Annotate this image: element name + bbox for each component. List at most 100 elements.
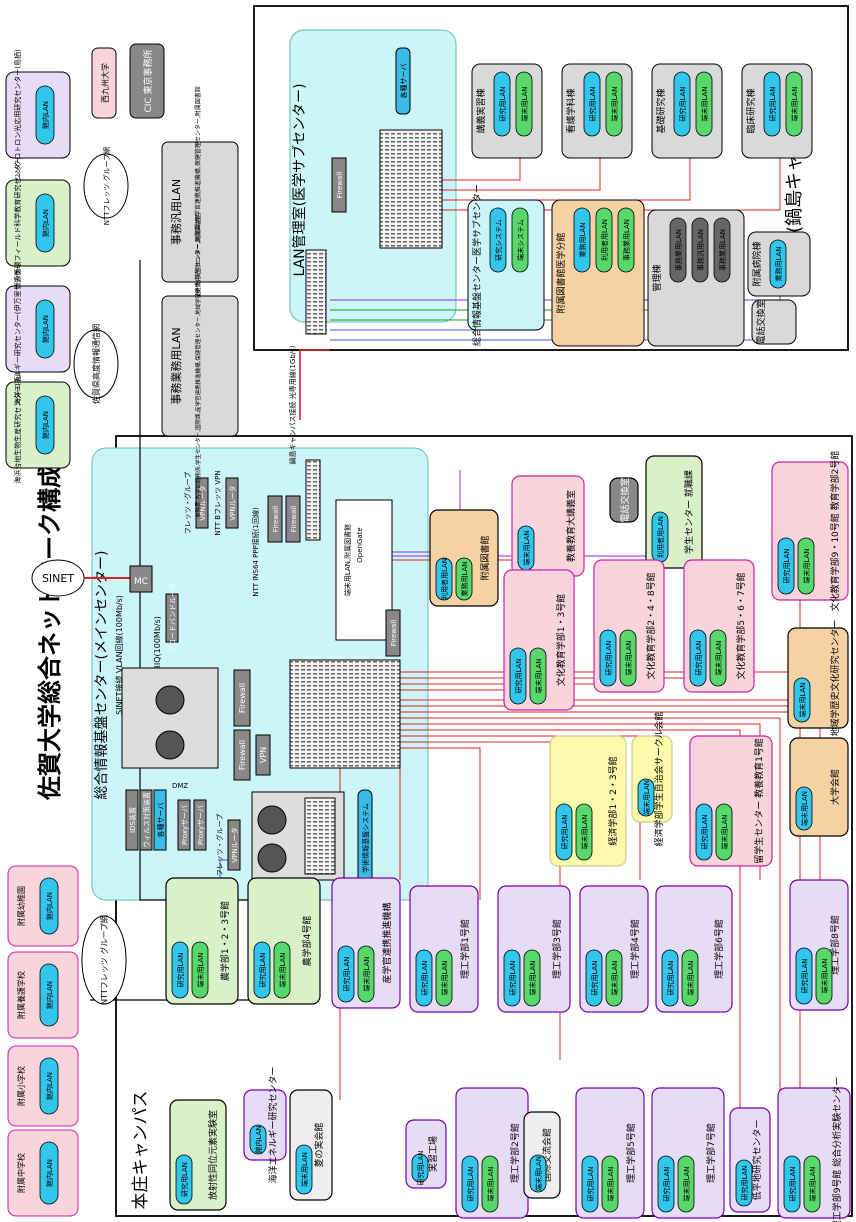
lan-pill-label: 研究用LAN [788, 1166, 797, 1201]
nabeshima-link-label: 鍋島キャンパス接続 光専用線(1Gb/s) [288, 345, 297, 464]
medical-subcenter-label: LAN管理室(医学サブセンター) [291, 83, 308, 276]
lan-pill-label: 研究用LAN [416, 1150, 425, 1185]
lan-pill-label: 研究用LAN [420, 960, 429, 995]
building-name: 理工学部4号館 [629, 919, 641, 979]
lan-pill [575, 803, 593, 861]
dmz-label: DMZ [172, 782, 188, 790]
lan-pill [657, 1155, 675, 1213]
lan-pill [585, 949, 603, 1007]
firewall-e-label: Firewall [390, 620, 398, 646]
lan-pill-label: 端末用LAN [440, 960, 449, 995]
building-name: 実習工場 [427, 1136, 439, 1172]
remote-left-site: 附属幼稚園館内LAN [7, 865, 79, 947]
lan-pill-label: 研究用LAN [666, 960, 675, 995]
lan-pill [599, 629, 617, 687]
medical-lan-pill [617, 207, 635, 273]
medical-building-name: 総合情報基盤センター医学サブセンター [471, 184, 483, 346]
lan-pill-label: 端末用LAN [642, 780, 651, 815]
vpn-label: VPN [259, 747, 268, 763]
office-general-box [161, 141, 239, 283]
building-name: 電話交換室 [619, 477, 631, 522]
medical-lan-pill [713, 217, 731, 283]
medical-lan-pill [489, 207, 507, 273]
nishikyushu-label: 西九州大学 [100, 63, 110, 103]
med-servers-label: 各種サーバ [399, 64, 408, 99]
vpn-router-box [227, 819, 241, 871]
ntt-vpn-label: NTT Bフレッツ VPN [214, 470, 222, 535]
ntt-isdn-label: NTT INS64 PPP接続(1回線) [251, 507, 260, 597]
flets1-label: フレッツ・グループ [183, 472, 192, 535]
core-switch [289, 659, 401, 769]
proxy2-box [193, 799, 207, 851]
medical-lan-pill [763, 71, 781, 137]
medical-building-4: 総合情報基盤センター医学サブセンター研究システム端末システム [467, 184, 545, 346]
lan-pill [689, 629, 707, 687]
opengate-note: 端末用LAN,附属図書館 [343, 524, 352, 596]
ids-label: IDS装置 [128, 807, 137, 833]
firewall-b [233, 729, 251, 781]
proxy1-label: Proxyサーバ [181, 805, 189, 845]
building-name: 附属図書館 [479, 535, 491, 580]
lan-pill [681, 949, 699, 1007]
lan-pill [415, 949, 433, 1007]
lan-pill-label: 端末用LAN [624, 640, 633, 675]
medical-subcenter-box [289, 29, 457, 323]
firewall-c-label: Firewall [272, 506, 280, 532]
lan-pill-label: 端末用LAN [686, 960, 695, 995]
medical-building-name: 電話交換室 [755, 299, 767, 344]
remote-top-site: 海浜台地生物生産研究センター(唐津)館内LAN [5, 366, 71, 484]
med-firewall [331, 157, 347, 213]
remote-top-lan [35, 299, 55, 359]
lan-pill-label: 研究用LAN [740, 1165, 749, 1200]
firewall-e [385, 609, 401, 657]
remote-left-lan-label: 館内LAN [45, 892, 54, 920]
lan-pill [637, 778, 655, 817]
lan-pill [735, 1159, 753, 1207]
remote-left-lan-label: 館内LAN [45, 1072, 54, 1100]
remote-left-sites: 附属中学校館内LAN附属小学校館内LAN附属養護学校館内LAN附属幼稚園館内LA… [7, 865, 79, 1217]
lan-pill-label: 利用者用LAN [440, 558, 449, 600]
remote-top-name: 資源循環フィールド科学教育研究センター [13, 157, 22, 290]
lan-pill-label: 端末用LAN [522, 530, 531, 565]
med-firewall-label: Firewall [336, 172, 344, 198]
sinet-link-label: SINET接続 VLAN回線(100Mb/s) [114, 595, 124, 715]
remote-top-name: 海洋エネルギー研究センター(伊万里サテライト) [13, 253, 22, 406]
building-name: 農学部4号館 [301, 916, 313, 967]
lan-pill [503, 949, 521, 1007]
medical-lan-pill-label: 研究用LAN [498, 86, 507, 121]
lan-pill-label: 端末用LAN [486, 1166, 495, 1201]
lan-pill-label: 研究用LAN [514, 658, 523, 693]
remote-top-lan [35, 85, 55, 145]
medical-building-name: 看護学科棟 [565, 88, 577, 133]
lan-pill-label: 研究用LAN [782, 548, 791, 583]
lan-pill [435, 949, 453, 1007]
lan-pill [461, 1155, 479, 1213]
building-name: 文化教育学部2・4・8号館 [645, 572, 657, 679]
lan-pill [295, 1144, 313, 1195]
medical-lan-pill-label: 端末用LAN [520, 86, 529, 121]
vpn-router-label: VPNルータ [230, 827, 239, 862]
medical-lan-pill [605, 71, 623, 137]
lan-pill [797, 537, 815, 595]
medical-lan-pill-label: 研究システム [494, 219, 503, 261]
flets-group-label: フレッツ・グループ [215, 814, 224, 877]
building-name: 学生センター 就職課 [683, 470, 695, 554]
firewall-b-label: Firewall [238, 740, 247, 770]
lan-pill-label: 端末用LAN [580, 814, 589, 849]
servers-label: 各種サーバ [156, 803, 165, 838]
building-name: 経済学部学生自治会サークル会館 [653, 712, 665, 847]
lan-pill [337, 945, 355, 1003]
medical-building-7: 附属病院棟業務用LAN [747, 231, 811, 297]
building-name: 低平地研究センター [751, 1119, 763, 1200]
medical-lan-pill [573, 207, 591, 273]
lan-pill-label: 研究用LAN [694, 640, 703, 675]
